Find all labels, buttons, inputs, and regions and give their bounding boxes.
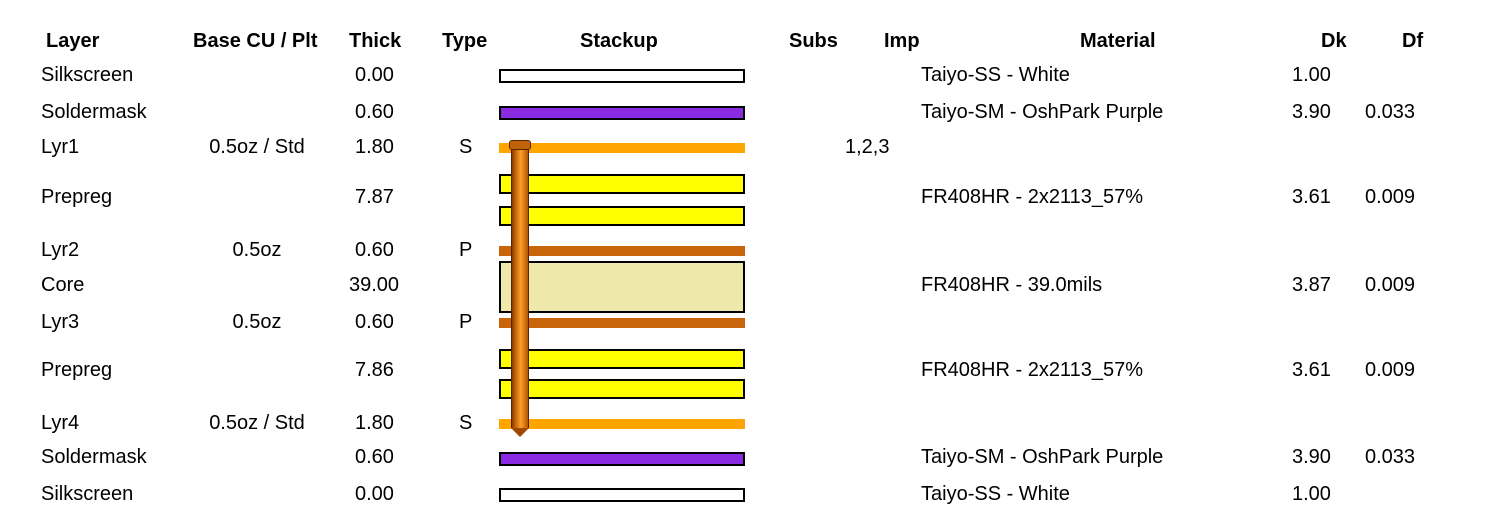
stackup-core <box>499 261 745 313</box>
df-value: 0.009 <box>1365 359 1416 381</box>
header-df: Df <box>1402 30 1424 52</box>
base-cu-value: 0.5oz / Std <box>209 136 305 158</box>
dk-value: 1.00 <box>1292 64 1331 86</box>
stackup-soldermask-top <box>499 106 745 120</box>
via-drill-cap <box>509 140 531 150</box>
thickness-value: 0.60 <box>355 101 394 123</box>
header-base-cu: Base CU / Plt <box>193 30 318 52</box>
material-value: Taiyo-SS - White <box>921 483 1070 505</box>
thickness-value: 7.86 <box>355 359 394 381</box>
material-value: FR408HR - 39.0mils <box>921 274 1103 296</box>
type-value: S <box>459 412 473 434</box>
header-type: Type <box>442 30 488 52</box>
stackup-prepreg-bottom-b <box>499 379 745 399</box>
layer-name: Soldermask <box>41 446 147 468</box>
header-material: Material <box>1080 30 1156 52</box>
layer-name: Lyr4 <box>41 412 80 434</box>
via-drill-tip <box>511 428 529 437</box>
stackup-prepreg-top-a <box>499 174 745 194</box>
material-value: Taiyo-SM - OshPark Purple <box>921 101 1164 123</box>
header-layer: Layer <box>46 30 100 52</box>
type-value: S <box>459 136 473 158</box>
stackup-prepreg-top-b <box>499 206 745 226</box>
dk-value: 3.87 <box>1292 274 1331 296</box>
dk-value: 1.00 <box>1292 483 1331 505</box>
type-value: P <box>459 239 473 261</box>
layer-name: Lyr1 <box>41 136 80 158</box>
layer-name: Prepreg <box>41 186 113 208</box>
header-dk: Dk <box>1321 30 1347 52</box>
material-value: FR408HR - 2x2113_57% <box>921 186 1143 208</box>
stackup-copper-lyr1 <box>499 143 745 153</box>
material-value: FR408HR - 2x2113_57% <box>921 359 1143 381</box>
base-cu-value: 0.5oz <box>232 311 282 333</box>
material-value: Taiyo-SM - OshPark Purple <box>921 446 1164 468</box>
type-value: P <box>459 311 473 333</box>
dk-value: 3.90 <box>1292 101 1331 123</box>
dk-value: 3.61 <box>1292 359 1331 381</box>
thickness-value: 0.60 <box>355 446 394 468</box>
layer-name: Soldermask <box>41 101 147 123</box>
layer-name: Lyr2 <box>41 239 80 261</box>
stackup-copper-lyr4 <box>499 419 745 429</box>
via-drill <box>511 142 529 428</box>
thickness-value: 7.87 <box>355 186 394 208</box>
df-value: 0.033 <box>1365 101 1416 123</box>
thickness-value: 1.80 <box>355 412 394 434</box>
subs-value: 1,2,3 <box>845 136 890 158</box>
header-stackup: Stackup <box>580 30 658 52</box>
df-value: 0.033 <box>1365 446 1416 468</box>
thickness-value: 39.00 <box>349 274 400 296</box>
dk-value: 3.61 <box>1292 186 1331 208</box>
stackup-copper-lyr3 <box>499 318 745 328</box>
thickness-value: 0.60 <box>355 239 394 261</box>
layer-name: Lyr3 <box>41 311 80 333</box>
layer-name: Core <box>41 274 85 296</box>
thickness-value: 1.80 <box>355 136 394 158</box>
header-thick: Thick <box>349 30 402 52</box>
base-cu-value: 0.5oz <box>232 239 282 261</box>
stackup-silkscreen-bottom <box>499 488 745 502</box>
thickness-value: 0.00 <box>355 64 394 86</box>
stackup-prepreg-bottom-a <box>499 349 745 369</box>
thickness-value: 0.00 <box>355 483 394 505</box>
base-cu-value: 0.5oz / Std <box>209 412 305 434</box>
df-value: 0.009 <box>1365 274 1416 296</box>
layer-name: Silkscreen <box>41 64 134 86</box>
material-value: Taiyo-SS - White <box>921 64 1070 86</box>
stackup-soldermask-bottom <box>499 452 745 466</box>
header-imp: Imp <box>884 30 920 52</box>
layer-name: Prepreg <box>41 359 113 381</box>
thickness-value: 0.60 <box>355 311 394 333</box>
header-subs: Subs <box>789 30 838 52</box>
stackup-silkscreen-top <box>499 69 745 83</box>
dk-value: 3.90 <box>1292 446 1331 468</box>
layer-name: Silkscreen <box>41 483 134 505</box>
stackup-copper-lyr2 <box>499 246 745 256</box>
df-value: 0.009 <box>1365 186 1416 208</box>
